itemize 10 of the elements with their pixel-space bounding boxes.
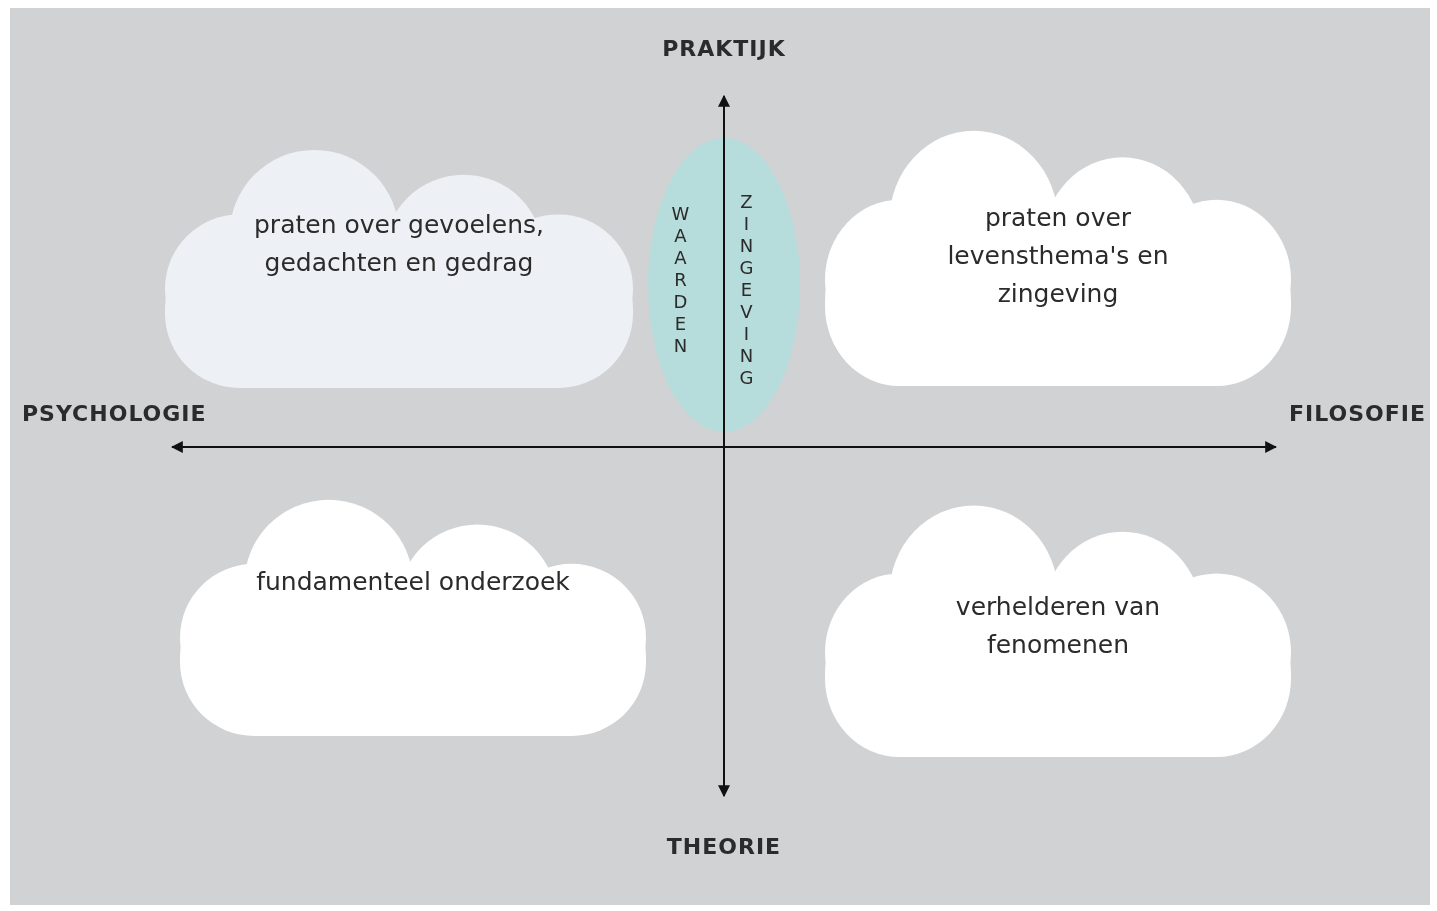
- axis-label: THEORIE: [666, 834, 782, 859]
- cloud-text: verhelderen van fenomenen: [954, 591, 1162, 661]
- cloud-text: praten over gevoelens, gedachten en gedrag: [253, 209, 545, 280]
- axis-label: FILOSOFIE: [1289, 401, 1426, 426]
- axis-label: PSYCHOLOGIE: [22, 401, 207, 426]
- cloud-text: fundamenteel onderzoek: [255, 565, 571, 598]
- axis-label: PRAKTIJK: [662, 36, 786, 61]
- vertical-text: WAARDEN: [670, 202, 690, 357]
- cloud-text: praten over levensthema's en zingeving: [946, 202, 1170, 311]
- vertical-text: ZINGEVING: [736, 190, 756, 389]
